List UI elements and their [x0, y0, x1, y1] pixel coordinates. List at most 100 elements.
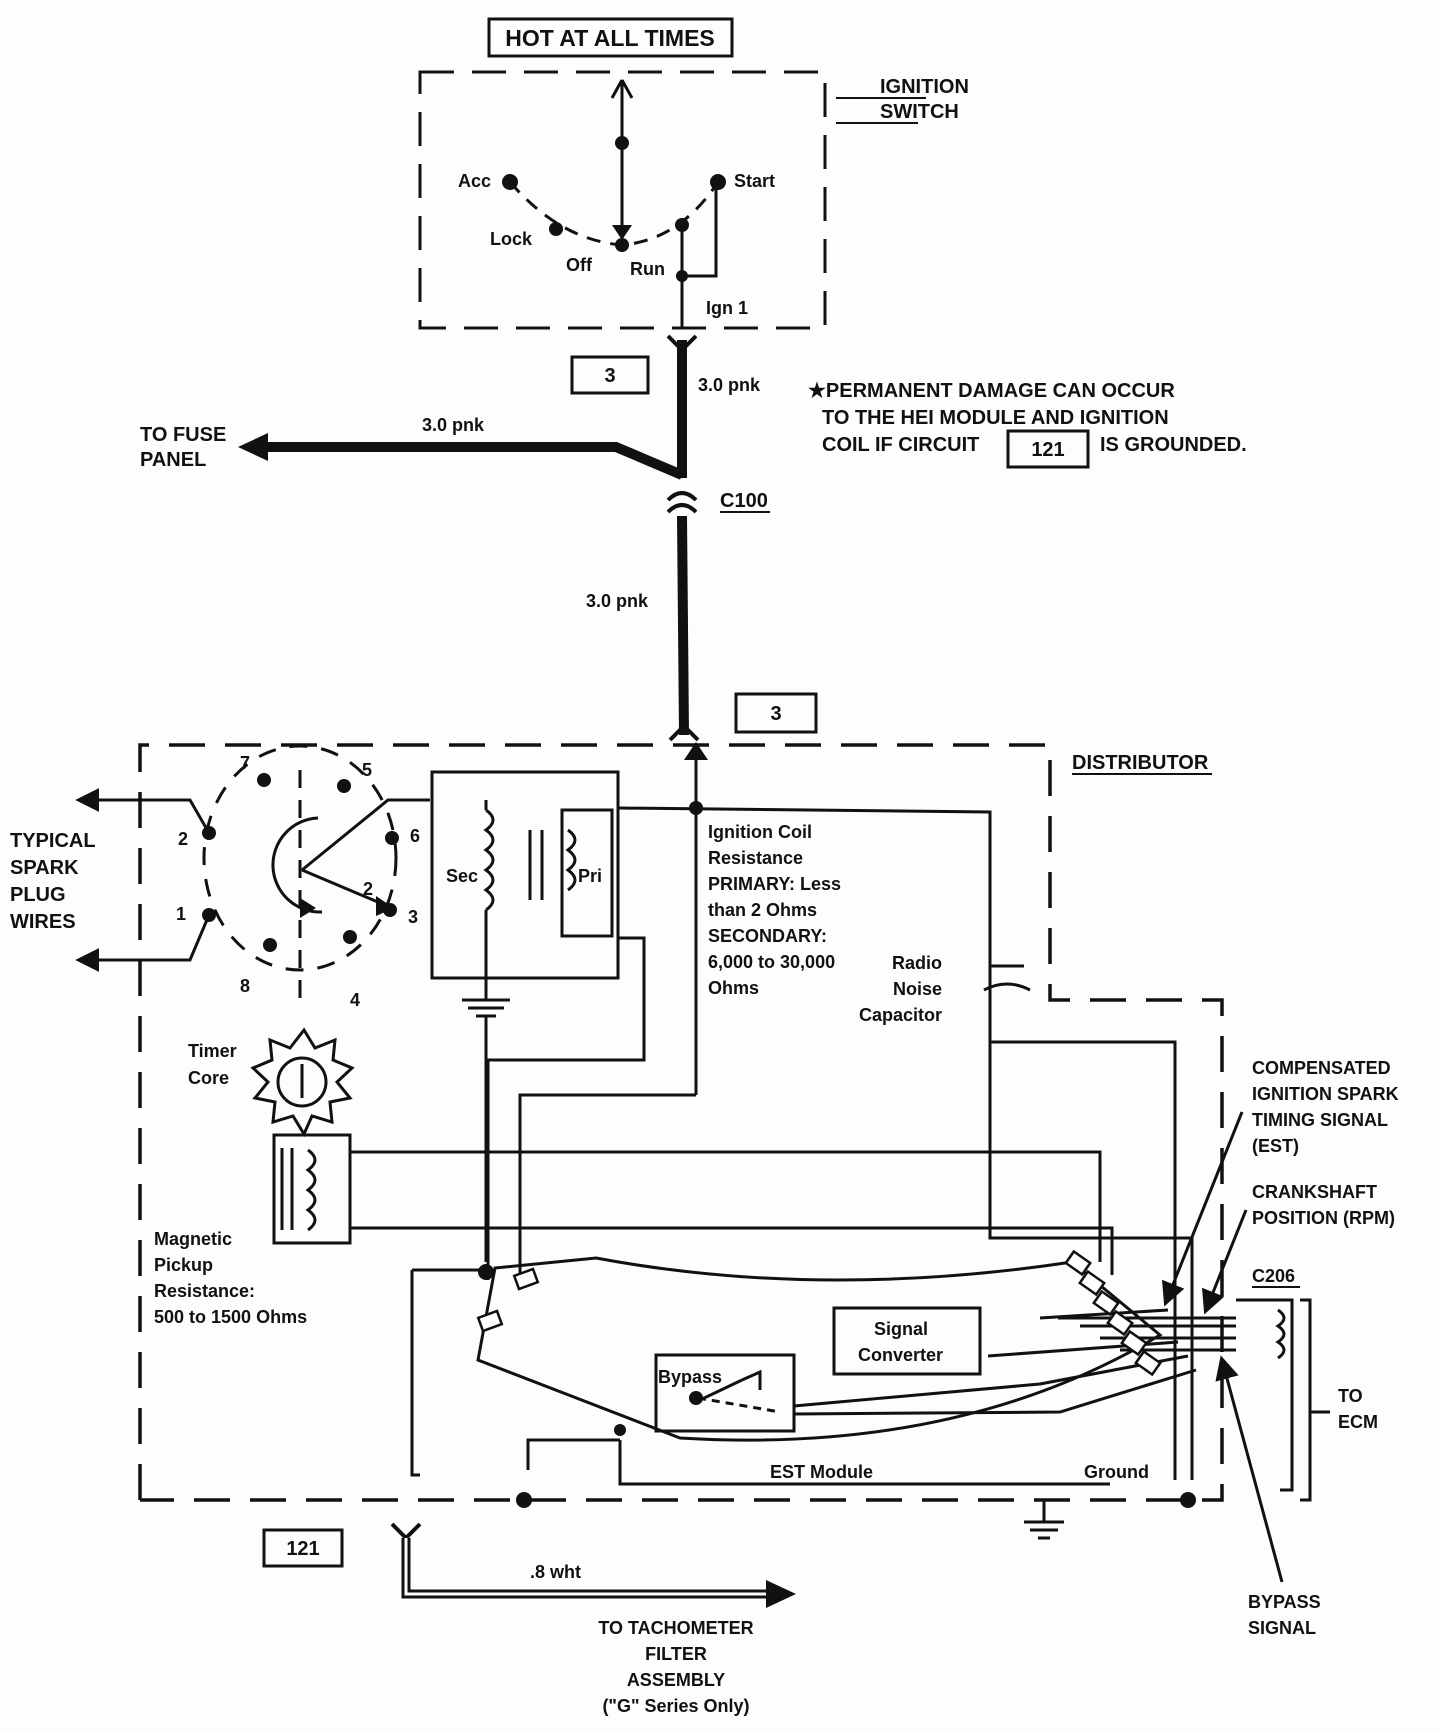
hot-at-all-times-label: HOT AT ALL TIMES	[505, 25, 715, 51]
switch-run-label: Run	[630, 259, 665, 279]
est-label-1: COMPENSATED	[1252, 1058, 1391, 1078]
ecm-label-2: ECM	[1338, 1412, 1378, 1432]
warning-line-1: ★PERMANENT DAMAGE CAN OCCUR	[808, 380, 1175, 402]
c206-label: C206	[1252, 1266, 1295, 1286]
radio-noise-capacitor	[983, 964, 1031, 992]
cap-number-5: 5	[362, 760, 372, 780]
spark-plug-label-4: WIRES	[10, 911, 76, 933]
circuit-3-top-label: 3	[604, 365, 615, 387]
est-label-4: (EST)	[1252, 1136, 1299, 1156]
cap-number-1: 1	[176, 904, 186, 924]
coil-res-line-1: Ignition Coil	[708, 822, 812, 842]
switch-off-label: Off	[566, 255, 593, 275]
pickup-label-1: Magnetic	[154, 1229, 232, 1249]
switch-ign1-label: Ign 1	[706, 298, 748, 318]
cap-number-7: 7	[240, 753, 250, 773]
coil-pri-label: Pri	[578, 866, 602, 886]
coil-res-line-5: SECONDARY:	[708, 926, 827, 946]
ground-label: Ground	[1084, 1462, 1149, 1482]
bypass-signal-label-2: SIGNAL	[1248, 1618, 1316, 1638]
coil-res-line-4: than 2 Ohms	[708, 900, 817, 920]
switch-start-label: Start	[734, 171, 775, 191]
spark-plug-label-2: SPARK	[10, 857, 79, 879]
cap-number-3: 3	[408, 907, 418, 927]
est-module	[410, 1256, 1294, 1492]
est-signal-label: COMPENSATED IGNITION SPARK TIMING SIGNAL…	[1252, 1058, 1399, 1156]
coil-res-line-3: PRIMARY: Less	[708, 874, 841, 894]
switch-acc-label: Acc	[458, 171, 491, 191]
tach-destination: TO TACHOMETER FILTER ASSEMBLY ("G" Serie…	[598, 1618, 753, 1716]
coil-resistance-note: Ignition Coil Resistance PRIMARY: Less t…	[708, 822, 841, 998]
bypass-signal-pointer	[1215, 1355, 1284, 1583]
tach-dest-3: ASSEMBLY	[627, 1670, 725, 1690]
ground-icon	[1024, 1500, 1064, 1540]
circuit-121-label: 121	[286, 1538, 319, 1560]
coil-res-line-7: Ohms	[708, 978, 759, 998]
pickup-label-3: Resistance:	[154, 1281, 255, 1301]
ignition-switch-title-2: SWITCH	[880, 101, 959, 123]
timer-core-icon	[250, 1027, 355, 1138]
radio-cap-label-1: Radio	[892, 953, 942, 973]
est-pointer	[1161, 1111, 1244, 1307]
ignition-coil	[430, 770, 620, 1018]
tach-wire	[390, 1522, 770, 1599]
hot-at-all-times-box: HOT AT ALL TIMES	[487, 17, 734, 58]
circuit-3-distributor-box: 3	[734, 692, 818, 734]
ignition-switch-title-1: IGNITION	[880, 76, 969, 98]
module-terminals	[476, 1249, 1162, 1377]
coil-sec-label: Sec	[446, 866, 478, 886]
rpm-label-1: CRANKSHAFT	[1252, 1182, 1377, 1202]
signal-converter-label-2: Converter	[858, 1345, 943, 1365]
pickup-label-4: 500 to 1500 Ohms	[154, 1307, 307, 1327]
tach-dest-1: TO TACHOMETER	[598, 1618, 753, 1638]
radio-cap-label-2: Noise	[893, 979, 942, 999]
coil-res-line-6: 6,000 to 30,000	[708, 952, 835, 972]
switch-contacts	[502, 136, 726, 282]
rotor-arrow-icon	[300, 898, 316, 918]
coil-res-line-2: Resistance	[708, 848, 803, 868]
tach-arrow-icon	[766, 1580, 796, 1608]
cap-number-4: 4	[350, 990, 360, 1010]
switch-lock-label: Lock	[490, 229, 533, 249]
feed-wire	[262, 334, 700, 742]
warning-line-3: COIL IF CIRCUIT	[822, 434, 979, 456]
c100-label: C100	[720, 490, 768, 512]
ecm-bracket	[1300, 1298, 1330, 1502]
rpm-label-2: POSITION (RPM)	[1252, 1208, 1395, 1228]
distributor-label: DISTRIBUTOR	[1072, 752, 1209, 774]
spark-plug-label-1: TYPICAL	[10, 830, 96, 852]
warning-circuit-box: 121	[1031, 439, 1064, 461]
cap-number-8: 8	[240, 976, 250, 996]
fuse-panel-arrow-icon	[238, 433, 268, 461]
spark-plug-wires	[75, 788, 211, 972]
timer-core-label-1: Timer	[188, 1041, 237, 1061]
fuse-panel-label-1: TO FUSE	[140, 424, 226, 446]
cap-number-2: 2	[178, 829, 188, 849]
distributor-boundary	[138, 743, 1224, 1502]
spark-plug-label-3: PLUG	[10, 884, 66, 906]
rotor-number: 2	[363, 879, 373, 899]
circuit-3-distributor-label: 3	[770, 703, 781, 725]
warning-line-2: TO THE HEI MODULE AND IGNITION	[822, 407, 1169, 429]
circuit-121-box: 121	[262, 1528, 344, 1568]
tach-dest-2: FILTER	[645, 1644, 707, 1664]
rpm-signal-label: CRANKSHAFT POSITION (RPM)	[1252, 1182, 1395, 1228]
timer-core-label-2: Core	[188, 1068, 229, 1088]
pickup-label-2: Pickup	[154, 1255, 213, 1275]
ecm-label-1: TO	[1338, 1386, 1363, 1406]
cap-number-6: 6	[410, 826, 420, 846]
ignition-switch	[418, 70, 827, 330]
wire-upper-label: 3.0 pnk	[698, 375, 761, 395]
warning-note: ★PERMANENT DAMAGE CAN OCCUR TO THE HEI M…	[808, 380, 1247, 469]
junction-dots	[478, 742, 1196, 1508]
tach-dest-4: ("G" Series Only)	[602, 1696, 749, 1716]
circuit-3-top-box: 3	[570, 355, 650, 395]
fuse-panel-label-2: PANEL	[140, 449, 206, 471]
est-label-2: IGNITION SPARK	[1252, 1084, 1399, 1104]
distributor-cap	[202, 744, 430, 1000]
est-label-3: TIMING SIGNAL	[1252, 1110, 1388, 1130]
wire-fuse-label: 3.0 pnk	[422, 415, 485, 435]
bypass-signal-label-1: BYPASS	[1248, 1592, 1321, 1612]
internal-wiring	[272, 760, 1194, 1480]
